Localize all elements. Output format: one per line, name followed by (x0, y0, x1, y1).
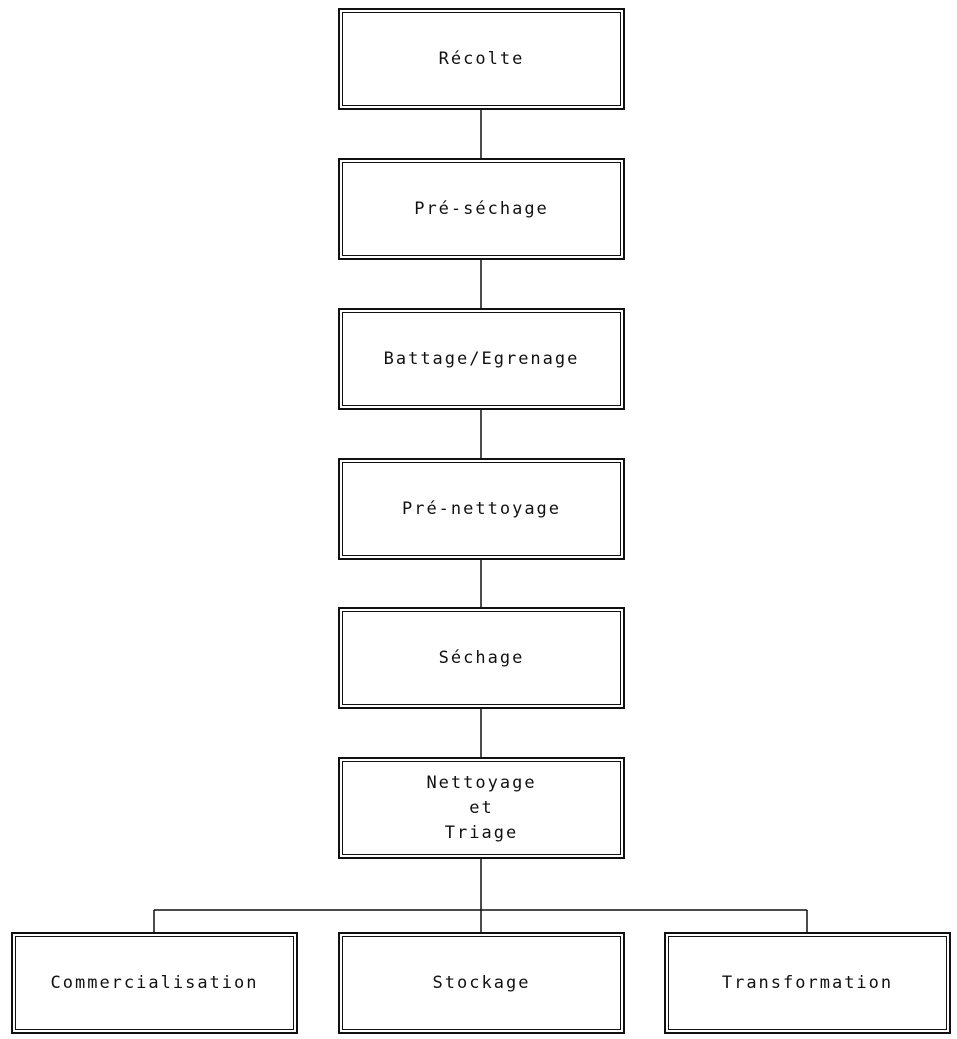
step-nettoyage-line-3: Triage (444, 822, 519, 843)
step-nettoyage-triage: Nettoyage et Triage (338, 757, 625, 859)
step-battage-egrenage: Battage/Egrenage (338, 308, 625, 410)
step-commercialisation: Commercialisation (11, 932, 298, 1034)
step-transformation-label: Transformation (721, 972, 894, 993)
step-prenettoyage-label: Pré-nettoyage (401, 498, 562, 519)
step-stockage: Stockage (338, 932, 625, 1034)
step-stockage-label: Stockage (432, 972, 531, 993)
step-recolte-label: Récolte (438, 48, 525, 69)
step-recolte: Récolte (338, 8, 625, 110)
step-nettoyage-line-2: et (469, 797, 494, 818)
step-prenettoyage: Pré-nettoyage (338, 458, 625, 560)
step-nettoyage-line-1: Nettoyage (426, 772, 537, 793)
step-transformation: Transformation (664, 932, 951, 1034)
step-presechage-label: Pré-séchage (414, 198, 549, 219)
step-sechage-label: Séchage (438, 647, 525, 668)
step-presechage: Pré-séchage (338, 158, 625, 260)
step-sechage: Séchage (338, 607, 625, 709)
step-battage-egrenage-label: Battage/Egrenage (383, 348, 580, 369)
step-commercialisation-label: Commercialisation (50, 972, 259, 993)
